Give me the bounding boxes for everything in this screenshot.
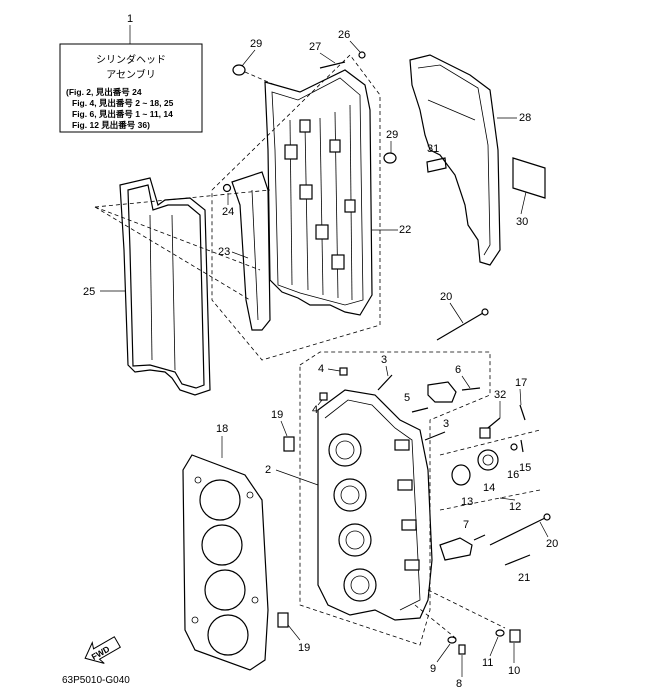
cap-19-upper [283,436,295,452]
callout-30: 30 [516,216,528,228]
callout-31: 31 [427,143,439,155]
callout-20-upper: 20 [440,291,452,303]
plug-4-lower [319,392,328,401]
sensor-32 [479,417,501,439]
grommet-29-upper [232,64,246,76]
callout-18: 18 [216,423,228,435]
callout-28: 28 [519,112,531,124]
callout-6: 6 [455,364,461,376]
callout-22: 22 [399,224,411,236]
callout-3-upper: 3 [381,354,387,366]
callout-19-lower: 19 [298,642,310,654]
callout-8: 8 [456,678,462,690]
callout-9: 9 [430,663,436,675]
callout-24: 24 [222,206,234,218]
callout-2: 2 [265,464,271,476]
assembly-reference-box: 1 シリンダヘッド アセンブリ (Fig. 2, 見出番号 24 Fig. 4,… [59,13,203,133]
label-31 [426,157,447,173]
pin-3-lower [424,431,446,441]
callout-3-lower: 3 [443,418,449,430]
cylinder-head [317,389,433,621]
grommet-29-right [383,152,397,164]
spacer-13 [451,464,471,486]
callout-10: 10 [508,665,520,677]
callout-12: 12 [509,501,521,513]
assembly-ref-1: (Fig. 2, 見出番号 24 [66,87,142,97]
assembly-ref-2: Fig. 4, 見出番号 2 ~ 18, 25 [72,98,174,108]
bracket-7 [439,534,486,561]
callout-5: 5 [404,392,410,404]
sensor-14 [477,449,499,471]
callout-25: 25 [83,286,95,298]
bolt-21 [504,554,531,566]
callout-4-upper: 4 [318,363,324,375]
cover-gasket-strip [231,171,271,331]
bolt-27 [319,61,346,69]
plug-4-upper [339,367,348,376]
lower-assembly-outline [299,351,491,646]
callout-23: 23 [218,246,230,258]
pin-3-upper [377,374,393,391]
callout-27: 27 [309,41,321,53]
cap-19-lower [277,612,289,628]
bolt-20-upper [436,308,489,341]
dowel-5 [411,407,429,413]
bolt-20-lower [489,513,551,546]
cover-plate-28 [409,54,501,266]
washer-16 [510,443,518,451]
bolt-17 [519,404,526,421]
bolt-26 [358,51,366,59]
bolt-15 [520,439,524,453]
assembly-title-line1: シリンダヘッド [96,53,166,66]
plate-30 [512,157,546,199]
callout-1: 1 [127,13,133,25]
callout-26: 26 [338,29,350,41]
cylinder-head-gasket [182,454,269,671]
washer-9 [447,636,457,644]
bolt-8 [458,644,466,655]
head-cover-gasket [119,177,211,396]
callout-29-right: 29 [386,129,398,141]
callout-29-upper: 29 [250,38,262,50]
callout-20-lower: 20 [546,538,558,550]
callout-7: 7 [463,519,469,531]
assembly-ref-4: Fig. 12 見出番号 36) [72,120,150,130]
callout-11: 11 [482,657,493,669]
plug-10 [509,629,521,643]
callout-13: 13 [461,496,473,508]
diagram-code: 63P5010-G040 [62,675,130,686]
callout-32: 32 [494,389,506,401]
callout-19-upper: 19 [271,409,283,421]
callout-14: 14 [483,482,495,494]
callout-21: 21 [518,572,530,584]
assembly-title-line2: アセンブリ [106,68,156,81]
callout-15: 15 [519,462,531,474]
washer-11 [495,629,505,637]
callout-4-lower: 4 [312,404,318,416]
assembly-ref-3: Fig. 6, 見出番号 1 ~ 11, 14 [72,109,173,119]
cylinder-head-cover [264,69,373,316]
bracket-6 [427,381,481,403]
callout-17: 17 [515,377,527,389]
forward-arrow-icon: FWD [84,636,122,664]
upper-assembly-outline [211,54,381,361]
callout-16: 16 [507,469,519,481]
bolt-24 [222,183,232,193]
